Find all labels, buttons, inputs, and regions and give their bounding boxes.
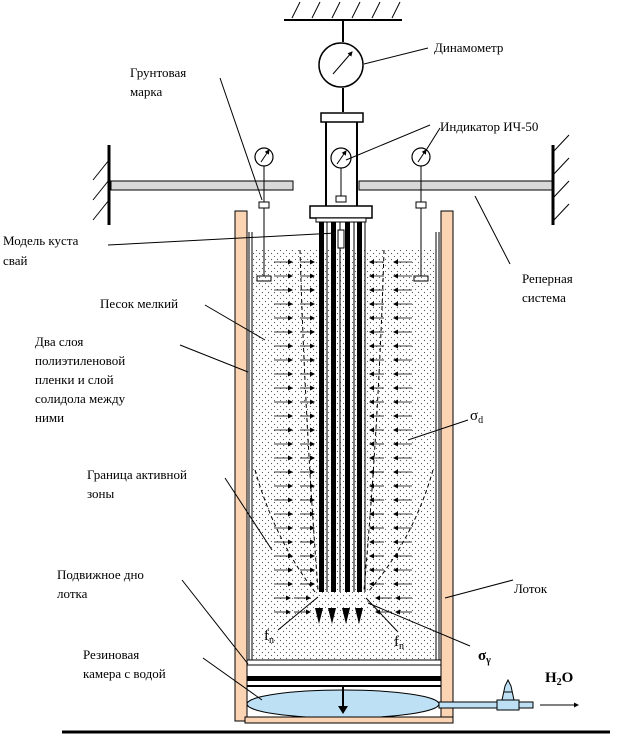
active-zone-boundary xyxy=(254,249,434,593)
water-outlet xyxy=(438,678,579,711)
lateral-pressure-left xyxy=(274,259,315,587)
reference-beam xyxy=(92,134,570,225)
tray-walls xyxy=(234,210,454,722)
label-fn-left: fn xyxy=(264,628,274,646)
label-water: H2O xyxy=(545,670,573,688)
pile-tips xyxy=(315,608,363,624)
lateral-pressure-right xyxy=(369,259,412,587)
indicator-left xyxy=(254,147,274,282)
movable-bottom xyxy=(246,659,442,687)
label-pile-model-1: Модель куста xyxy=(3,233,79,248)
label-movable-bottom-2: лотка xyxy=(57,586,88,601)
sand-fill xyxy=(252,250,436,660)
label-film-3: пленки и слой xyxy=(35,372,114,387)
label-pile-model-2: свай xyxy=(3,253,28,268)
label-dynamometer: Динамометр xyxy=(434,40,503,55)
film-layers xyxy=(248,232,440,662)
label-film-2: полиэтиленовой xyxy=(35,353,125,368)
label-rubber-2: камера с водой xyxy=(83,666,166,681)
labels: Динамометр Грунтовая марка Индикатор ИЧ-… xyxy=(3,40,573,688)
pile-cluster xyxy=(309,205,373,592)
label-ground-mark-1: Грунтовая xyxy=(130,65,186,80)
label-indicator: Индикатор ИЧ-50 xyxy=(440,119,538,134)
label-film-4: солидола между xyxy=(35,391,126,406)
label-reference-1: Реперная xyxy=(522,271,573,286)
ceiling-support xyxy=(284,1,402,42)
rubber-water-chamber xyxy=(244,686,454,724)
label-active-zone-1: Граница активной xyxy=(87,467,187,482)
bottom-pressure-arrows xyxy=(274,595,412,615)
dynamometer-gauge xyxy=(318,42,364,112)
loading-frame xyxy=(320,112,364,208)
label-ground-mark-2: марка xyxy=(130,84,163,99)
label-rubber-1: Резиновая xyxy=(83,647,139,662)
label-sand: Песок мелкий xyxy=(100,296,178,311)
label-sigma-d: σd xyxy=(470,408,483,426)
label-tray: Лоток xyxy=(514,581,548,596)
label-reference-2: система xyxy=(522,290,566,305)
label-fn-right: fn xyxy=(394,634,404,652)
label-sigma-gamma: σγ xyxy=(478,648,491,666)
label-film-5: ними xyxy=(35,410,64,425)
leader-lines xyxy=(107,47,514,701)
label-movable-bottom-1: Подвижное дно xyxy=(57,567,144,582)
label-active-zone-2: зоны xyxy=(87,486,115,501)
label-film-1: Два слоя xyxy=(35,334,83,349)
